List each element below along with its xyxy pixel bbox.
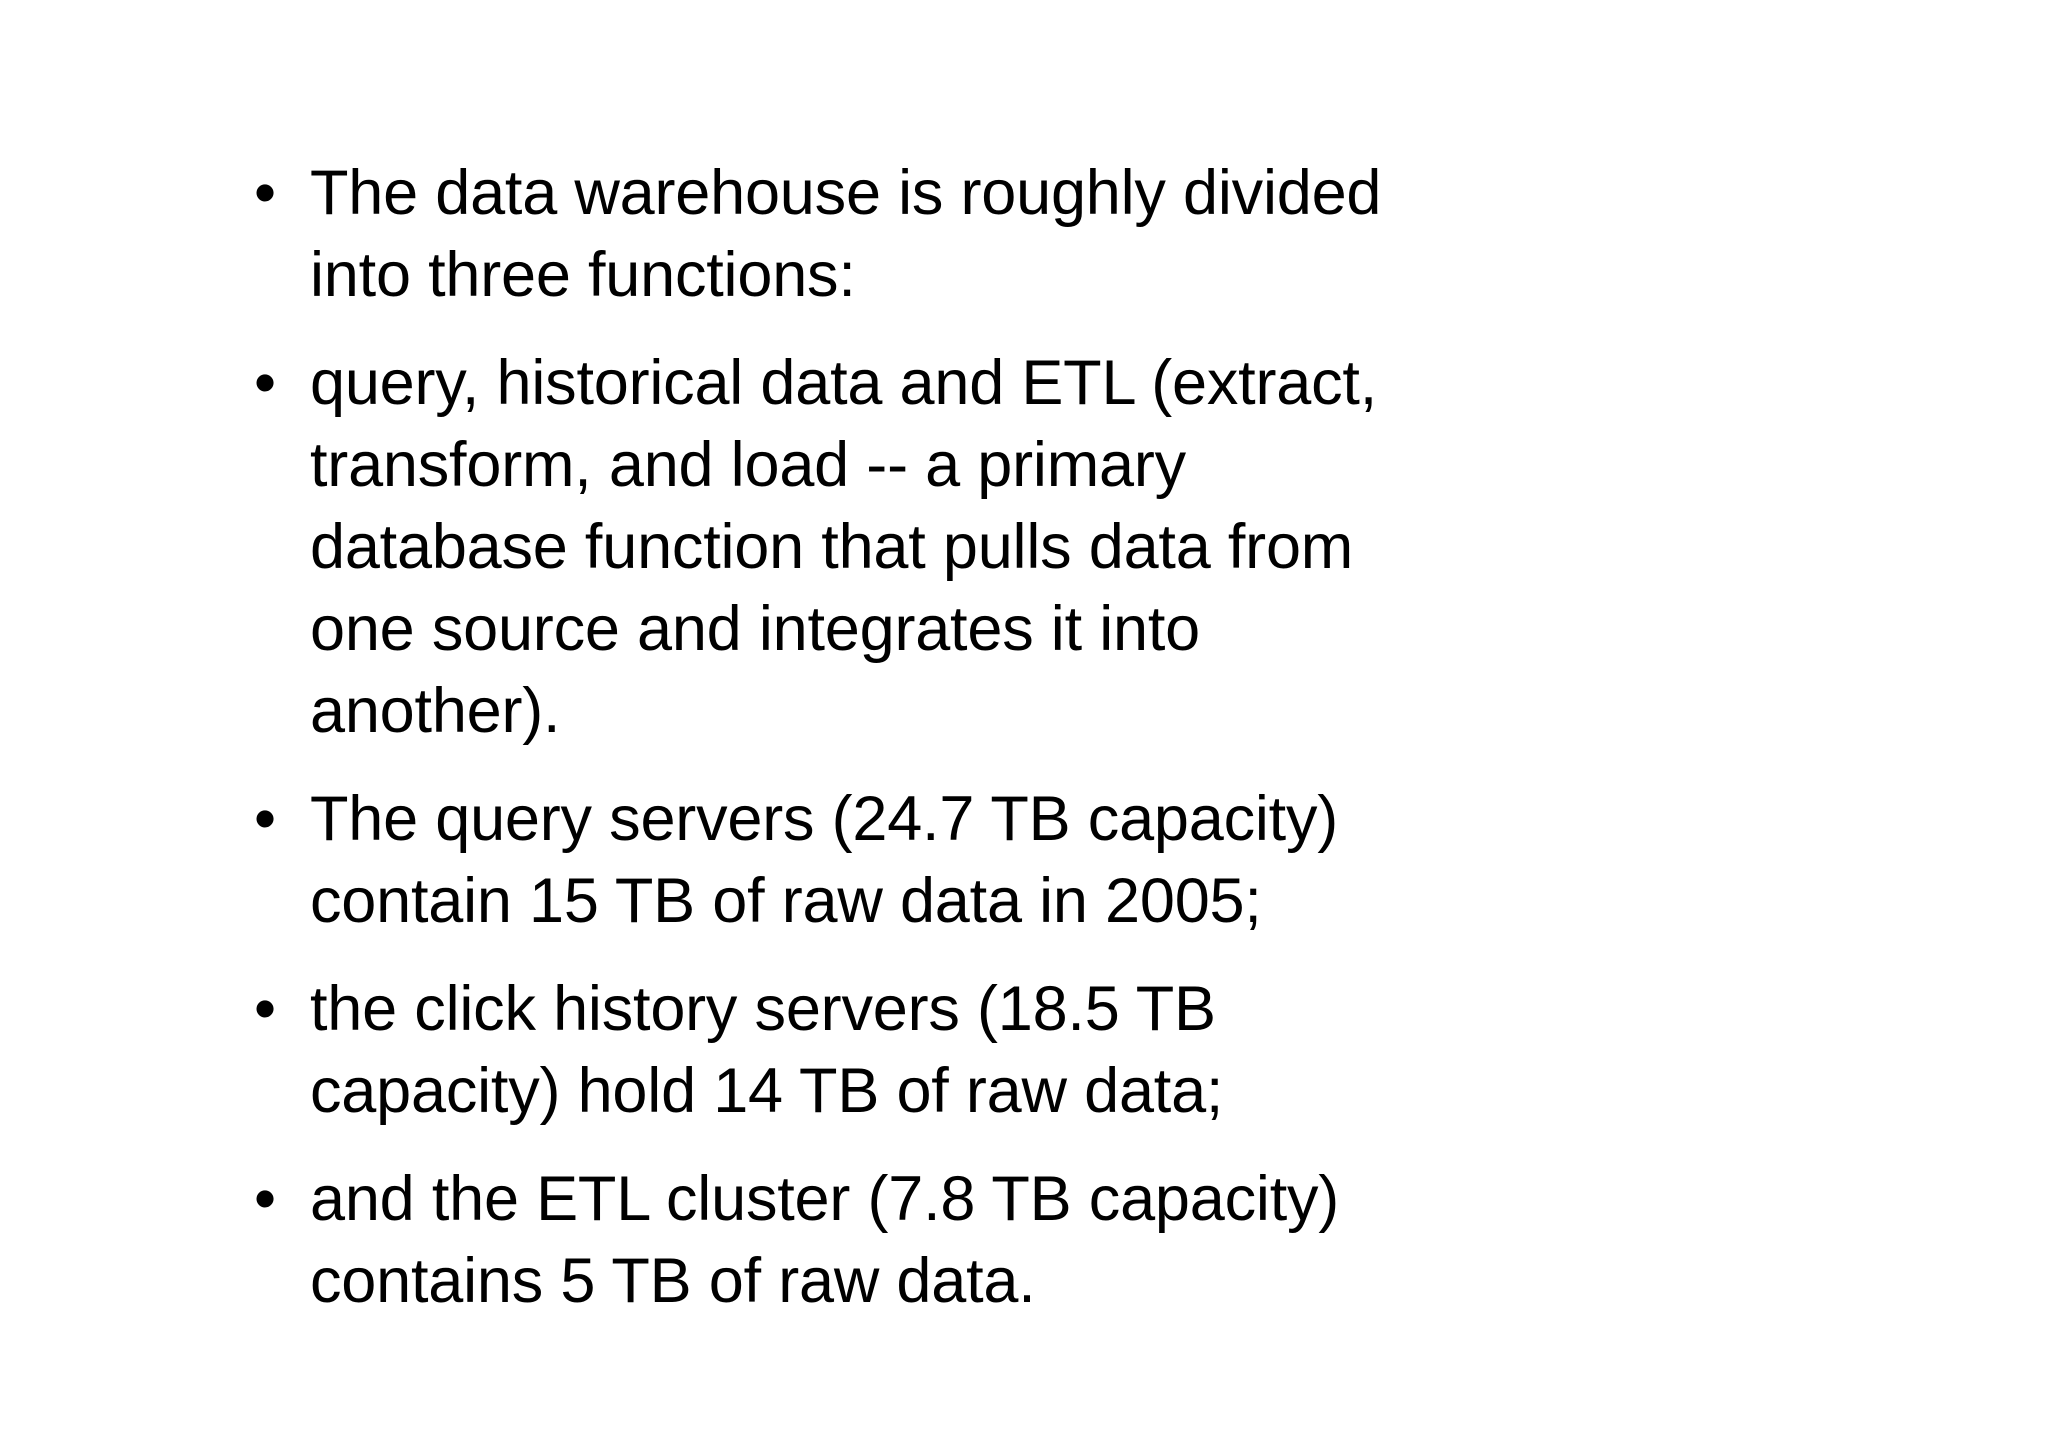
list-item: • and the ETL cluster (7.8 TB capacity) … xyxy=(248,1158,1453,1322)
bullet-text-query-servers: The query servers (24.7 TB capacity) con… xyxy=(310,784,1339,936)
list-item: • The query servers (24.7 TB capacity) c… xyxy=(248,778,1453,942)
bullet-text-warehouse-functions: The data warehouse is roughly divided in… xyxy=(310,158,1382,310)
bullet-text-etl-definition: query, historical data and ETL (extract,… xyxy=(310,348,1377,746)
bullet-text-etl-cluster: and the ETL cluster (7.8 TB capacity) co… xyxy=(310,1164,1340,1316)
list-item: • The data warehouse is roughly divided … xyxy=(248,152,1453,316)
bullet-point-icon: • xyxy=(254,784,277,854)
bullet-list: • The data warehouse is roughly divided … xyxy=(248,152,1453,1322)
bullet-point-icon: • xyxy=(254,158,277,228)
list-item: • query, historical data and ETL (extrac… xyxy=(248,342,1453,752)
list-item: • the click history servers (18.5 TB cap… xyxy=(248,968,1453,1132)
bullet-point-icon: • xyxy=(254,348,277,418)
bullet-point-icon: • xyxy=(254,974,277,1044)
bullet-text-click-history-servers: the click history servers (18.5 TB capac… xyxy=(310,974,1224,1126)
bullet-point-icon: • xyxy=(254,1164,277,1234)
